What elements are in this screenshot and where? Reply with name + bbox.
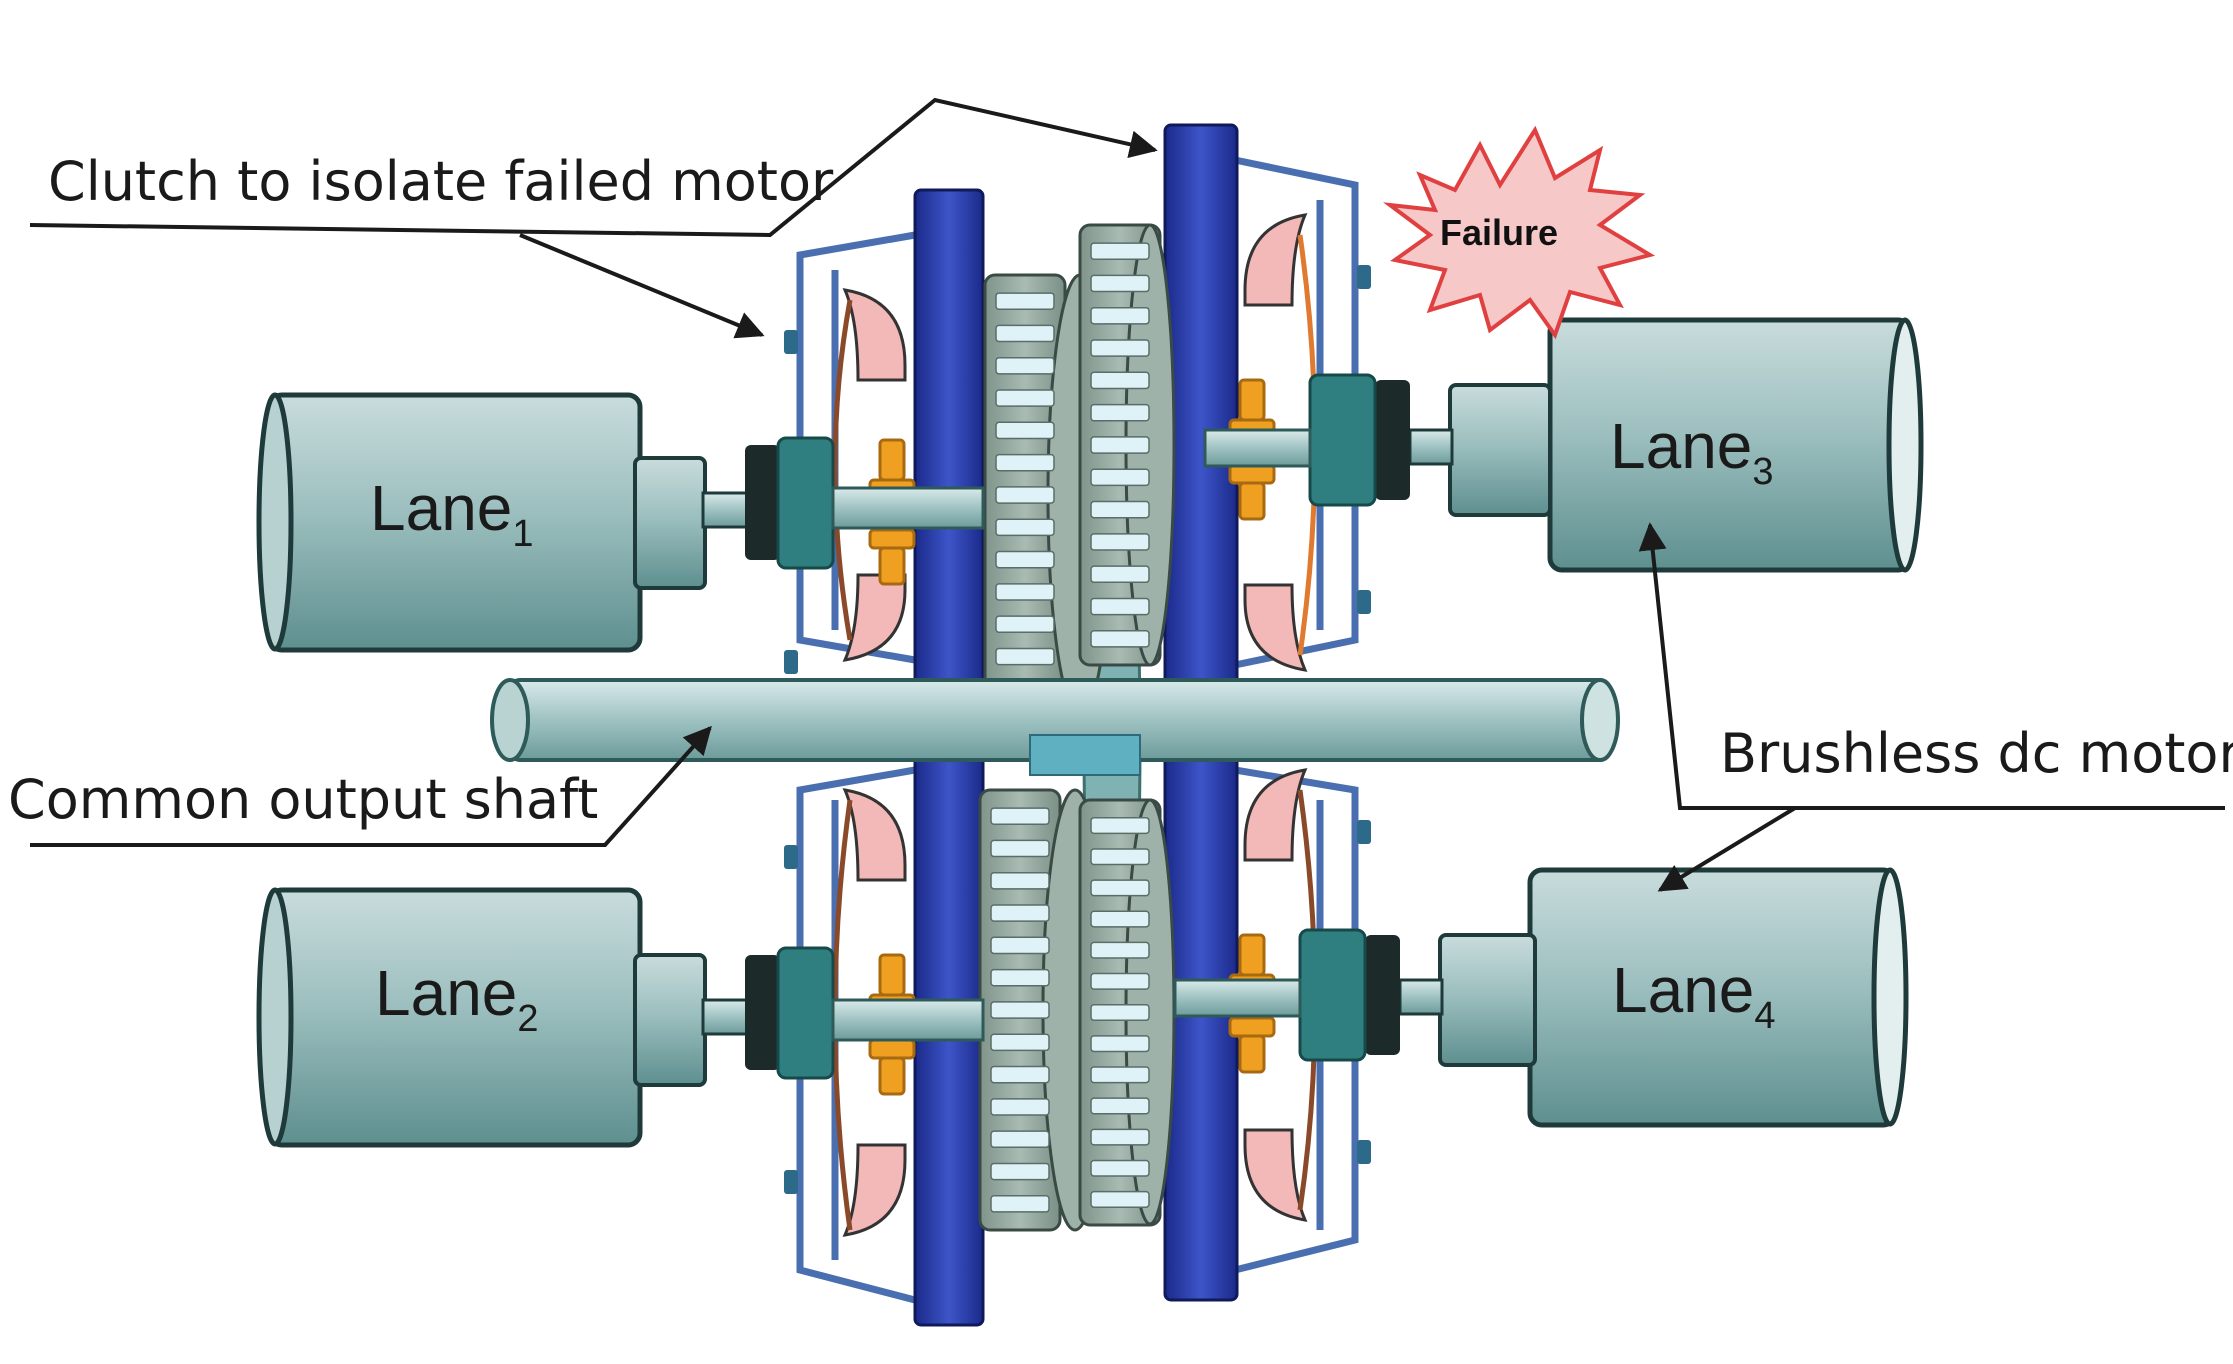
gear-tooth (990, 1195, 1050, 1213)
motor-lane-3: Lane3 (1203, 317, 1924, 573)
gear-tooth (1090, 242, 1150, 260)
motors-leader-2 (1657, 806, 1797, 892)
gear-tooth (995, 615, 1055, 634)
gear-teeth (990, 242, 1150, 1213)
gear-tooth (995, 583, 1055, 601)
gear-tooth (990, 936, 1050, 955)
gear-tooth (995, 486, 1055, 504)
gear-tooth (1090, 1190, 1150, 1208)
gear-tooth (1090, 533, 1150, 551)
gear-tooth (990, 1001, 1050, 1019)
gear-tooth (990, 839, 1050, 858)
motors-leader (1638, 522, 2225, 810)
gear-tooth (1090, 910, 1150, 928)
gear-tooth (990, 1162, 1050, 1181)
gear-tooth (1090, 500, 1150, 519)
failure-burst: Failure (1382, 125, 1656, 340)
gear-tooth (1090, 436, 1150, 454)
gear-tooth (995, 647, 1055, 666)
shaft-label: Common output shaft (8, 768, 598, 831)
gear-tooth (995, 453, 1055, 472)
gear-tooth (995, 324, 1055, 343)
gear-tooth (995, 518, 1055, 537)
lane-1-label: Lane1 (370, 472, 534, 555)
gear-tooth (1090, 1159, 1150, 1177)
gear-tooth (990, 1033, 1050, 1052)
left-housing-frame (796, 231, 916, 1304)
gear-tooth (995, 389, 1055, 407)
gear-tooth (1090, 630, 1150, 648)
gear-tooth (1090, 848, 1150, 866)
lane-2-label: Lane2 (375, 957, 539, 1040)
gear-tooth (1090, 1097, 1150, 1115)
gear-tooth (990, 968, 1050, 987)
gearbox-assembly (784, 123, 1371, 1327)
clutch-leader-2 (519, 233, 765, 339)
common-output-shaft (490, 678, 1620, 776)
gear-tooth (1090, 468, 1150, 487)
lane-3-label: Lane3 (1610, 410, 1774, 493)
gear-tooth (1090, 565, 1150, 584)
gear-tooth (1090, 879, 1150, 897)
motor-lane-1: Lane1 (256, 392, 985, 653)
shaft-leader (30, 725, 712, 847)
gear-tooth (990, 1130, 1050, 1149)
gear-tooth (995, 356, 1055, 375)
gear-tooth (990, 807, 1050, 825)
gear-tooth (1090, 972, 1150, 990)
gear-tooth (1090, 1035, 1150, 1053)
gear-tooth (1090, 371, 1150, 390)
gear-tooth (995, 292, 1055, 310)
gear-tooth (1090, 817, 1150, 835)
motors-label: Brushless dc motors (1720, 722, 2233, 785)
gear-tooth (990, 904, 1050, 922)
clutch-label: Clutch to isolate failed motor (48, 150, 834, 213)
frame-bolts (784, 265, 1371, 1194)
gear-tooth (995, 421, 1055, 440)
gear-tooth (1090, 339, 1150, 357)
clutch-discs-right (1243, 213, 1318, 1222)
failure-text: Failure (1440, 212, 1558, 253)
callout-leaders (29, 97, 2225, 892)
gear-tooth (990, 871, 1050, 890)
gear-tooth (1090, 403, 1150, 422)
motor-lane-4: Lane4 (1173, 867, 1909, 1128)
gear-tooth (995, 550, 1055, 569)
gear-tooth (1090, 306, 1150, 325)
gear-tooth (990, 1098, 1050, 1116)
clutch-leader (29, 97, 1158, 238)
motor-lane-2: Lane2 (256, 887, 985, 1148)
gear-tooth (1090, 1003, 1150, 1022)
gear-tooth (1090, 274, 1150, 293)
gear-tooth (1090, 941, 1150, 959)
gear-tooth (990, 1065, 1050, 1084)
gear-tooth (1090, 1066, 1150, 1084)
lane-4-label: Lane4 (1612, 954, 1776, 1037)
gear-tooth (1090, 597, 1150, 616)
gear-tooth (1090, 1128, 1150, 1146)
clutch-discs-left (832, 288, 907, 1237)
